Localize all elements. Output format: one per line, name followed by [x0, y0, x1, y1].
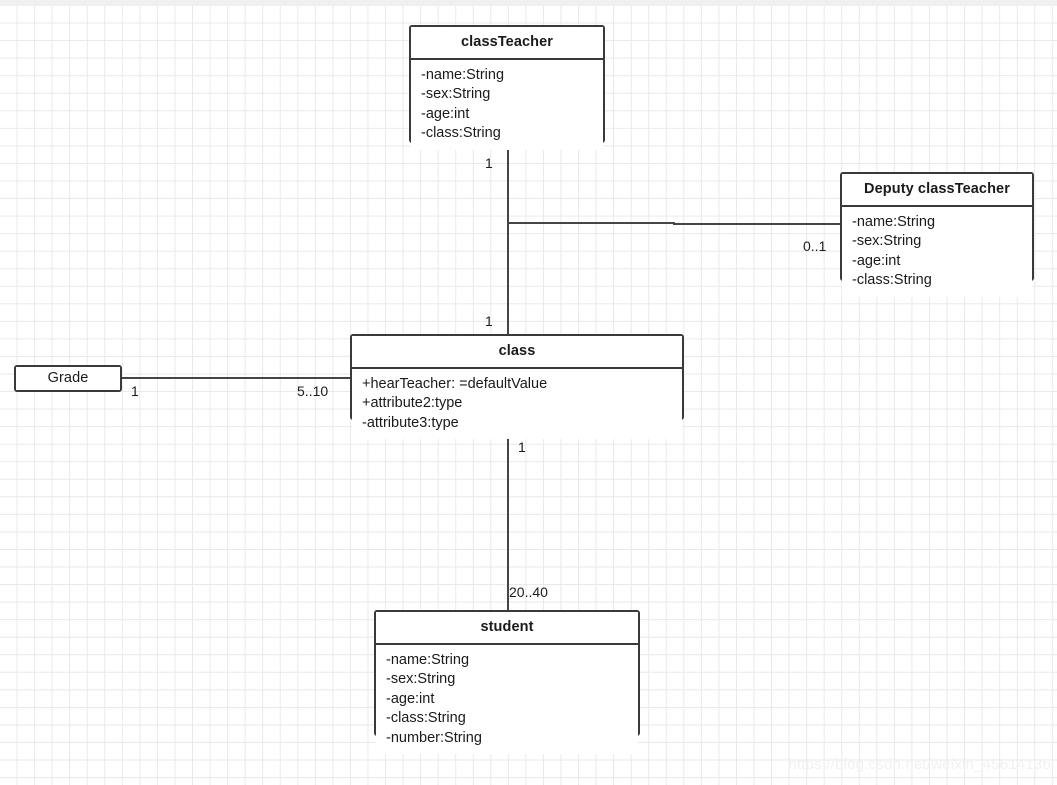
uml-class-deputy-classteacher[interactable]: Deputy classTeacher -name:String -sex:St… — [840, 172, 1034, 297]
uml-attribute: -sex:String — [386, 671, 456, 687]
uml-class-title-student: student — [376, 612, 638, 645]
uml-attribute: -class:String — [386, 710, 466, 726]
uml-attribute: -name:String — [852, 213, 936, 230]
uml-class-attributes-class: +hearTeacher: =defaultValue +attribute2:… — [352, 368, 682, 439]
multiplicity-grade: 1 — [131, 383, 139, 399]
uml-attribute: -name:String — [386, 651, 470, 668]
uml-attribute: -age:int — [421, 105, 470, 122]
uml-class-title-grade: Grade — [16, 367, 120, 390]
uml-class-classteacher[interactable]: classTeacher -name:String -sex:String -a… — [409, 25, 605, 150]
uml-attribute: -sex:String — [852, 233, 922, 249]
uml-attribute: -class:String — [852, 272, 932, 288]
connector-class-to-student — [507, 420, 509, 611]
uml-class-student[interactable]: student -name:String -sex:String -age:in… — [374, 610, 640, 754]
connector-grade-to-class — [120, 377, 351, 379]
watermark-text: https://blog.csdn.net/weixin_45614136 — [788, 756, 1051, 773]
uml-class-grade[interactable]: Grade — [14, 365, 122, 392]
uml-class-title-classteacher: classTeacher — [411, 27, 603, 60]
uml-attribute: -class:String — [421, 125, 501, 141]
uml-attribute: +attribute2:type — [362, 395, 463, 411]
connector-classteacher-to-class — [507, 143, 509, 335]
uml-attribute: -attribute3:type — [362, 414, 459, 431]
uml-attribute: -sex:String — [421, 86, 491, 102]
uml-class-attributes-student: -name:String -sex:String -age:int -class… — [376, 644, 638, 754]
multiplicity-class-top: 1 — [485, 313, 493, 329]
uml-class-attributes-classteacher: -name:String -sex:String -age:int -class… — [411, 59, 603, 150]
multiplicity-class-bottom: 1 — [518, 439, 526, 455]
uml-attribute: -age:int — [386, 690, 435, 707]
connector-branch-to-deputy-segment-2 — [673, 223, 841, 225]
uml-class-class[interactable]: class +hearTeacher: =defaultValue +attri… — [350, 334, 684, 439]
multiplicity-classteacher: 1 — [485, 155, 493, 171]
multiplicity-student: 20..40 — [509, 584, 548, 600]
top-gray-band — [0, 0, 1057, 6]
uml-attribute: +hearTeacher: =defaultValue — [362, 375, 548, 392]
uml-attribute: -number:String — [386, 729, 482, 746]
uml-attribute: -name:String — [421, 66, 505, 83]
uml-class-attributes-deputy-classteacher: -name:String -sex:String -age:int -class… — [842, 206, 1032, 297]
multiplicity-deputy-classteacher: 0..1 — [803, 238, 827, 254]
uml-class-title-class: class — [352, 336, 682, 369]
multiplicity-class-left: 5..10 — [297, 383, 329, 399]
uml-attribute: -age:int — [852, 252, 901, 269]
connector-branch-to-deputy-segment-1 — [507, 222, 675, 224]
uml-class-title-deputy-classteacher: Deputy classTeacher — [842, 174, 1032, 207]
